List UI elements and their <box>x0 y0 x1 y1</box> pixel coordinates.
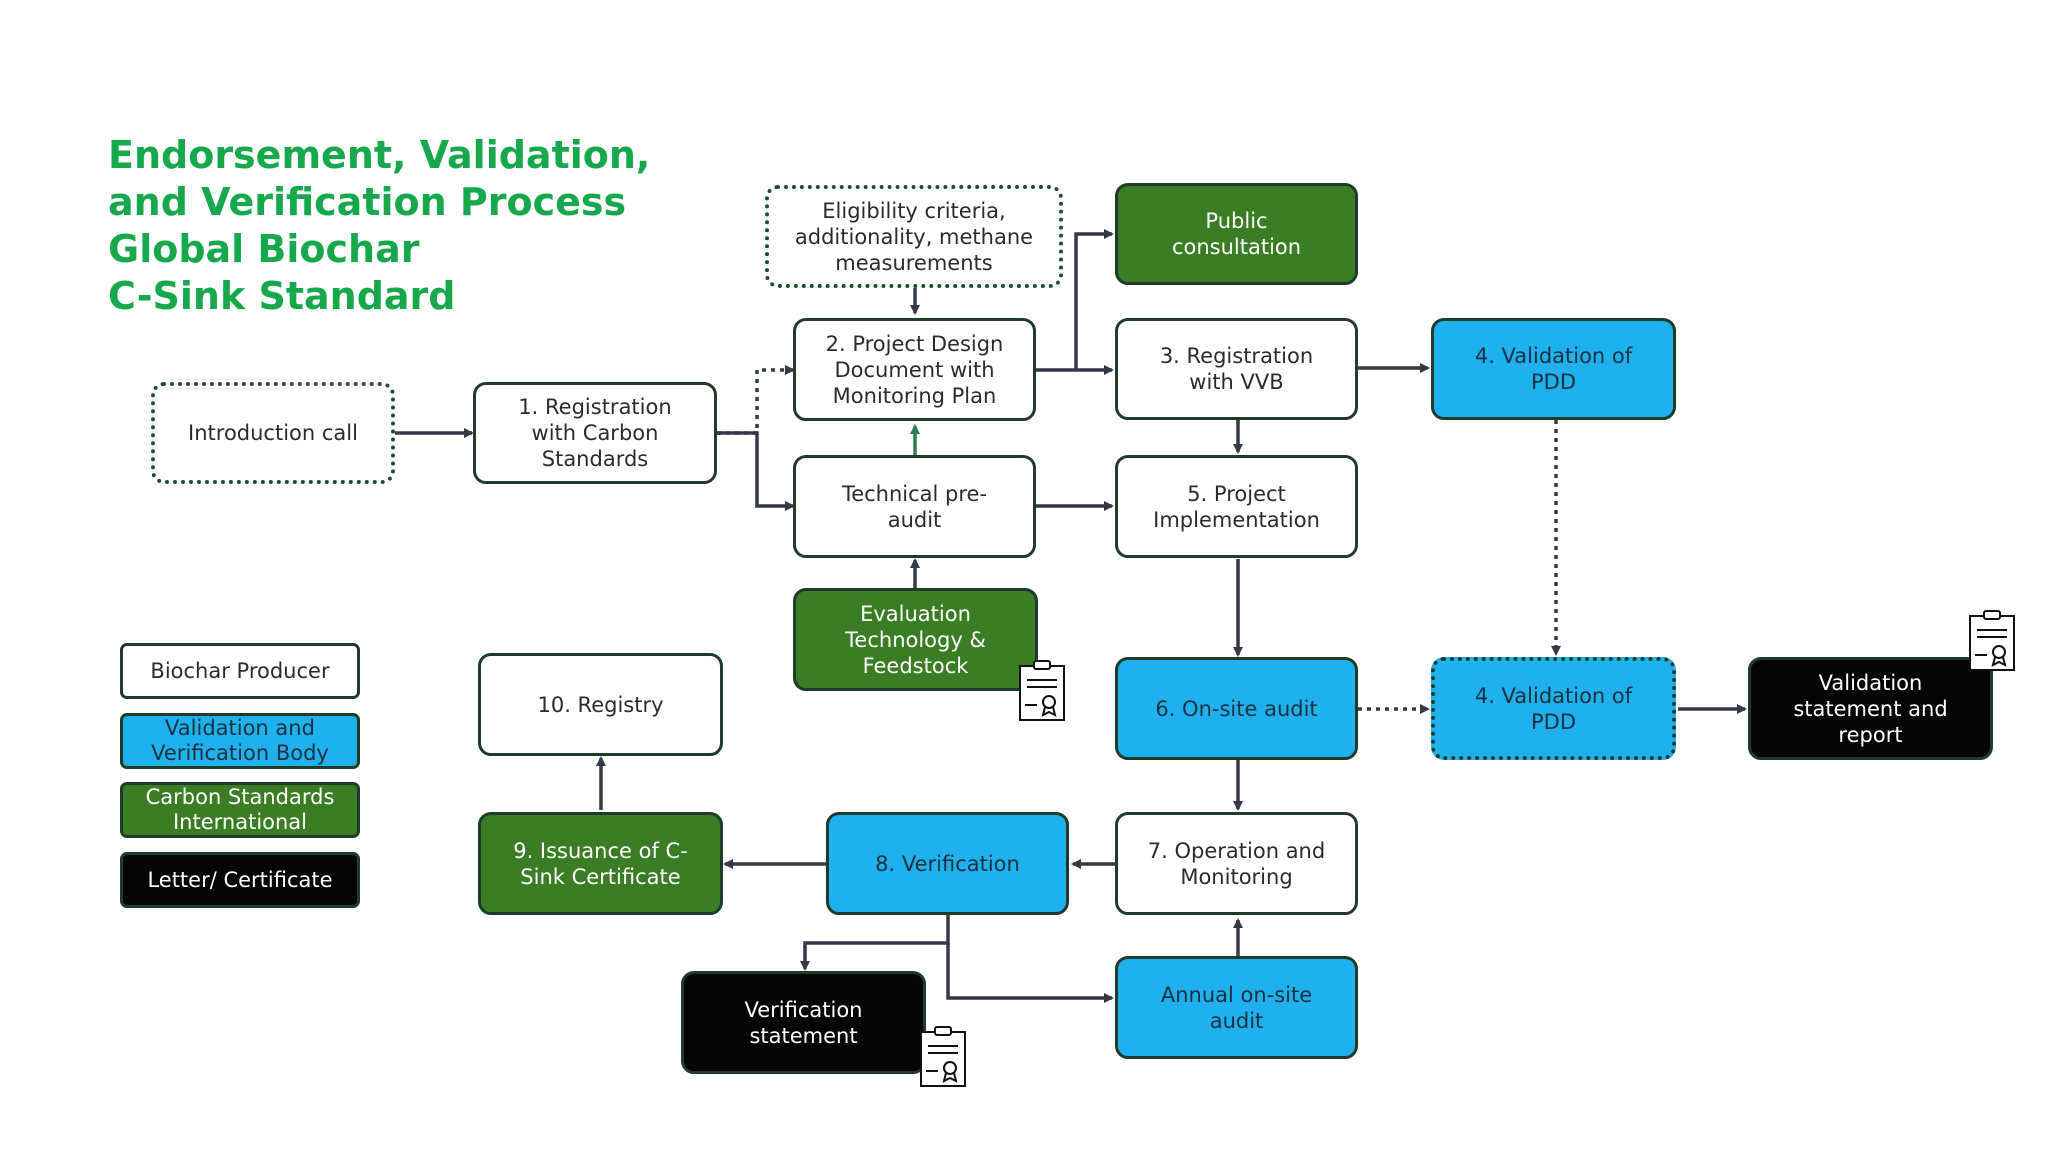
edge-reg-to-pdd-dotted <box>717 365 795 435</box>
node-technical-pre-audit: Technical pre- audit <box>793 455 1036 558</box>
edge-verification-to-statement <box>800 915 950 971</box>
legend-validation-verification-body: Validation and Verification Body <box>120 713 360 769</box>
edge-verification-to-annual <box>946 943 1114 1003</box>
node-onsite-audit: 6. On-site audit <box>1115 657 1358 760</box>
node-registration-carbon-standards: 1. Registration with Carbon Standards <box>473 382 717 484</box>
node-validation-of-pdd: 4. Validation of PDD <box>1431 318 1676 420</box>
certificate-icon <box>1019 660 1065 721</box>
certificate-icon <box>920 1026 966 1087</box>
node-validation-statement-report: Validation statement and report <box>1748 657 1993 760</box>
title-line-3: Global Biochar <box>108 227 420 271</box>
legend-biochar-producer: Biochar Producer <box>120 643 360 699</box>
node-operation-and-monitoring: 7. Operation and Monitoring <box>1115 812 1358 915</box>
node-issuance-csink-certificate: 9. Issuance of C- Sink Certificate <box>478 812 723 915</box>
node-project-implementation: 5. Project Implementation <box>1115 455 1358 558</box>
node-verification-statement: Verification statement <box>681 971 926 1074</box>
certificate-icon <box>1969 610 2015 671</box>
diagram-title: Endorsement, Validation, and Verificatio… <box>108 132 728 320</box>
node-validation-of-pdd-dotted: 4. Validation of PDD <box>1431 657 1676 760</box>
node-annual-onsite-audit: Annual on-site audit <box>1115 956 1358 1059</box>
title-line-4: C-Sink Standard <box>108 274 456 318</box>
edge-reg-to-preaudit <box>717 431 795 511</box>
node-introduction-call: Introduction call <box>151 382 395 484</box>
title-line-2: and Verification Process <box>108 180 627 224</box>
edge-pdd-to-public <box>1074 229 1114 370</box>
node-project-design-document: 2. Project Design Document with Monitori… <box>793 318 1036 421</box>
node-evaluation-technology-feedstock: Evaluation Technology & Feedstock <box>793 588 1038 691</box>
legend-letter-certificate: Letter/ Certificate <box>120 852 360 908</box>
legend-carbon-standards-international: Carbon Standards International <box>120 782 360 838</box>
node-eligibility-criteria: Eligibility criteria, additionality, met… <box>765 185 1063 288</box>
node-public-consultation: Public consultation <box>1115 183 1358 285</box>
node-verification: 8. Verification <box>826 812 1069 915</box>
title-line-1: Endorsement, Validation, <box>108 133 651 177</box>
node-registry: 10. Registry <box>478 653 723 756</box>
node-registration-vvb: 3. Registration with VVB <box>1115 318 1358 420</box>
